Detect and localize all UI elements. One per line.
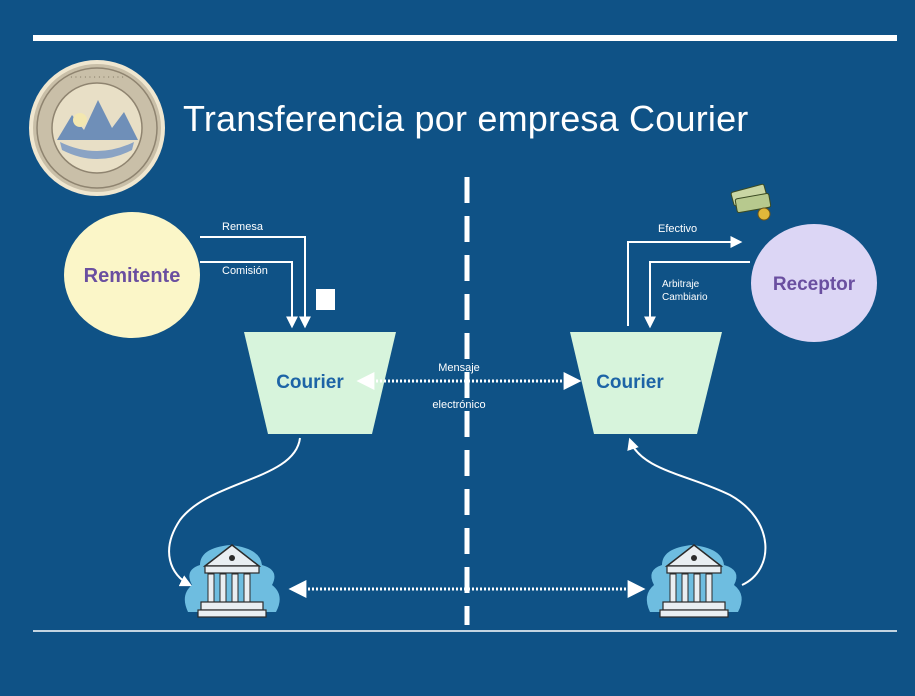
remesa-arrow — [200, 236, 311, 329]
bank-building-icon — [646, 544, 742, 618]
document-square — [316, 289, 335, 310]
efectivo-arrow — [627, 236, 743, 326]
courier-left-label: Courier — [276, 372, 344, 393]
cash-icon — [730, 183, 772, 221]
arbitraje-arrow — [644, 261, 750, 329]
slide-title: Transferencia por empresa Courier — [183, 98, 749, 139]
comision-label: Comisión — [222, 265, 268, 277]
comision-arrow — [200, 261, 298, 329]
sender-node — [64, 212, 200, 338]
sender-label: Remitente — [84, 265, 181, 287]
receiver-label: Receptor — [773, 274, 856, 295]
seal-logo: · · · · · · · · · · · · — [29, 60, 165, 196]
courier-left-node — [244, 332, 396, 434]
courier-right-label: Courier — [596, 372, 664, 393]
courier-right-node — [570, 332, 722, 434]
message-label-line2: electrónico — [432, 399, 485, 411]
courier-left-to-bank-curve — [168, 437, 301, 587]
receiver-node — [751, 224, 877, 342]
message-label-line1: Mensaje — [438, 362, 480, 374]
efectivo-label: Efectivo — [658, 223, 697, 235]
arbitraje-label-line2: Cambiario — [662, 292, 708, 303]
svg-text:· · · · · · · · · · · ·: · · · · · · · · · · · · — [70, 73, 124, 82]
arbitraje-label-line1: Arbitraje — [662, 279, 700, 290]
bank-to-courier-right-curve — [627, 437, 767, 586]
bank-building-icon — [184, 544, 280, 618]
remesa-label: Remesa — [222, 221, 264, 233]
